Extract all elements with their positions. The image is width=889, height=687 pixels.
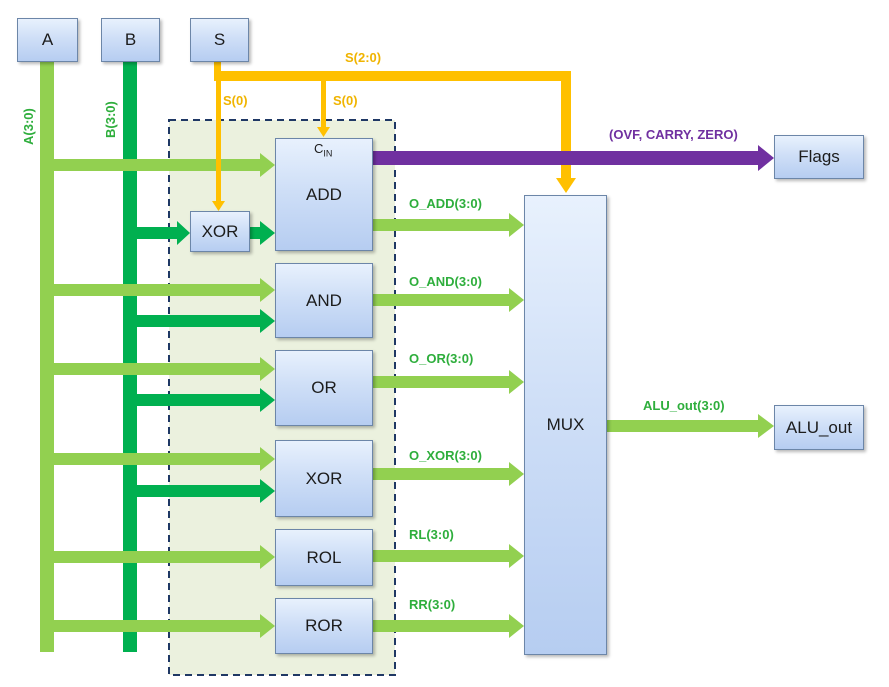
flags-output-box: Flags [774, 135, 864, 179]
o-xor-label: O_XOR(3:0) [409, 448, 482, 463]
b-bus-wire [123, 62, 137, 652]
rr-wire [373, 614, 524, 638]
a-bus-wire [40, 62, 54, 652]
rr-label: RR(3:0) [409, 597, 456, 612]
alu-out-signal-label: ALU_out(3:0) [643, 398, 725, 413]
o-and-wire [373, 288, 524, 312]
o-xor-wire [373, 462, 524, 486]
a-bus-label: A(3:0) [21, 108, 36, 145]
xor-unit: XOR [275, 440, 373, 517]
b-bus-label: B(3:0) [103, 101, 118, 138]
alu-out-wire [607, 414, 774, 438]
s0-to-xor-wire [212, 78, 225, 211]
b-branch-and [137, 309, 275, 333]
b-xor-to-add [250, 221, 275, 245]
flags-wire [373, 145, 774, 171]
rl-label: RL(3:0) [409, 527, 454, 542]
a-branch-and [54, 278, 275, 302]
flags-signal-label: (OVF, CARRY, ZERO) [609, 127, 738, 142]
o-or-label: O_OR(3:0) [409, 351, 474, 366]
ror-unit: ROR [275, 598, 373, 654]
b-xor-gate: XOR [190, 211, 250, 252]
o-add-label: O_ADD(3:0) [409, 196, 482, 211]
s-bus-label: S(2:0) [345, 50, 382, 65]
a-branch-xor [54, 447, 275, 471]
carry-in-label: CIN [314, 141, 333, 159]
o-and-label: O_AND(3:0) [409, 274, 482, 289]
b-branch-xor [137, 479, 275, 503]
add-unit: ADD [275, 138, 373, 251]
b-branch-or [137, 388, 275, 412]
input-s-box: S [190, 18, 249, 62]
b-branch-xor-gate [137, 221, 190, 245]
s0-to-cin-wire [317, 78, 330, 137]
a-branch-ror [54, 614, 275, 638]
input-a-box: A [17, 18, 78, 62]
alu-out-output-box: ALU_out [774, 405, 864, 450]
a-branch-rol [54, 545, 275, 569]
rol-unit: ROL [275, 529, 373, 586]
o-or-wire [373, 370, 524, 394]
o-add-wire [373, 213, 524, 237]
input-b-box: B [101, 18, 160, 62]
a-branch-or [54, 357, 275, 381]
a-branch-add [54, 153, 275, 177]
select-bus-wire [214, 62, 576, 193]
mux-unit: MUX [524, 195, 607, 655]
and-unit: AND [275, 263, 373, 338]
or-unit: OR [275, 350, 373, 426]
rl-wire [373, 544, 524, 568]
s0-xor-label: S(0) [223, 93, 248, 108]
s0-cin-label: S(0) [333, 93, 358, 108]
